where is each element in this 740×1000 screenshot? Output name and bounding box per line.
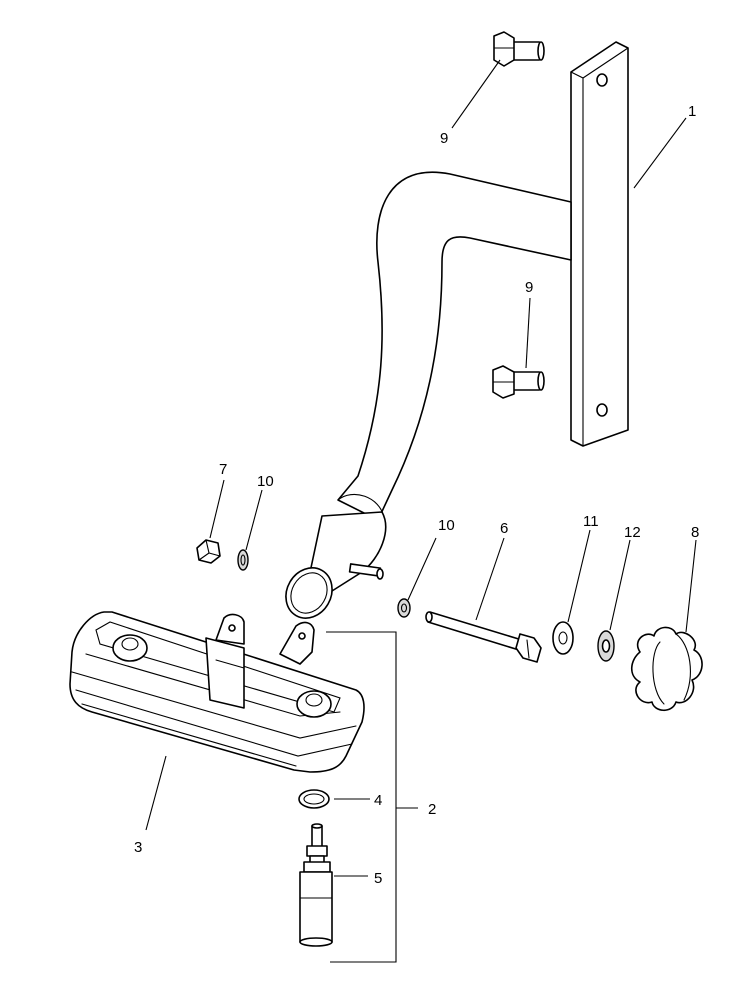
hex-nut xyxy=(196,539,221,564)
lock-washer xyxy=(597,630,615,662)
plate-hole-top xyxy=(596,73,608,87)
star-knob xyxy=(630,626,703,712)
pedal-pad xyxy=(69,611,365,773)
bolt-top xyxy=(493,31,545,67)
long-bolt xyxy=(425,611,542,663)
callout-5: 5 xyxy=(374,870,382,887)
o-ring xyxy=(298,789,330,809)
pad-boss-right xyxy=(296,690,332,718)
callout-4: 4 xyxy=(374,792,382,809)
spring-washer-right xyxy=(397,598,411,618)
callout-11: 11 xyxy=(583,513,599,530)
callout-9-bottom: 9 xyxy=(525,279,533,296)
callout-12: 12 xyxy=(624,524,641,541)
bolt-bottom xyxy=(492,365,545,399)
assembly-bracket xyxy=(326,631,397,963)
callout-2: 2 xyxy=(428,801,436,818)
pivot-pin xyxy=(299,823,333,947)
callout-3: 3 xyxy=(134,839,142,856)
spring-washer-left xyxy=(237,549,249,571)
pad-boss-left xyxy=(112,634,148,662)
callout-9-top: 9 xyxy=(440,130,448,147)
plate-hole-bottom xyxy=(596,403,608,417)
callout-10-left: 10 xyxy=(257,473,274,490)
callout-7: 7 xyxy=(219,461,227,478)
pad-flange-right xyxy=(279,621,315,665)
flat-washer xyxy=(552,621,574,655)
callout-6: 6 xyxy=(500,520,508,537)
pedal-arm-tube xyxy=(285,171,572,619)
mounting-plate xyxy=(570,41,629,447)
callout-10-right: 10 xyxy=(438,517,455,534)
callout-8: 8 xyxy=(691,524,699,541)
callout-1: 1 xyxy=(688,103,696,120)
